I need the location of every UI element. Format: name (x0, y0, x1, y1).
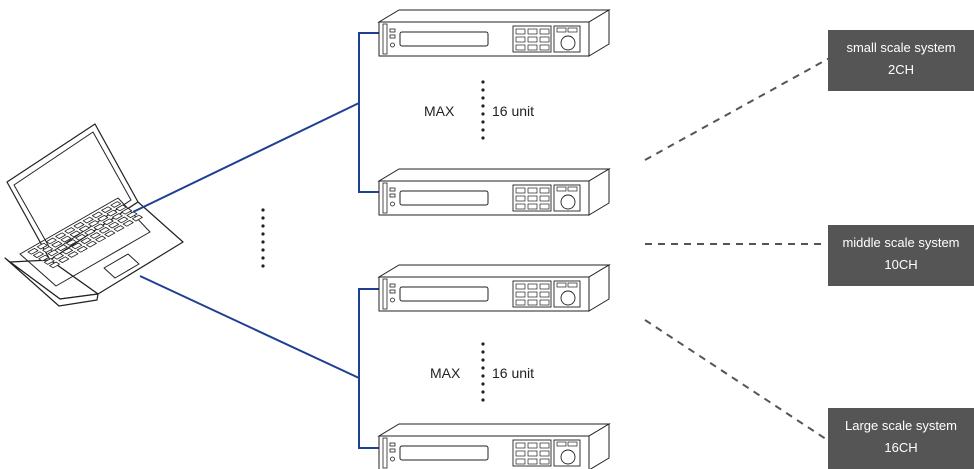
keyboard-key (89, 232, 101, 239)
keyboard-key (47, 249, 59, 257)
keyboard-key (86, 240, 97, 248)
keyboard-key (43, 258, 55, 265)
keyboard-key (121, 207, 133, 215)
keyboard-key (113, 225, 125, 232)
keyboard-key (115, 204, 127, 212)
keyboard-key (56, 244, 68, 252)
keyboard-key (49, 261, 60, 269)
keyboard-key (62, 247, 73, 255)
system-name: middle scale system (842, 235, 960, 250)
keyboard-key (101, 206, 112, 214)
system-channels: 16CH (884, 440, 918, 455)
keyboard-key (51, 240, 63, 248)
keyboard-key (95, 235, 106, 243)
keyboard-key (126, 211, 138, 219)
keyboard-key (79, 225, 90, 233)
group-ellipsis (261, 208, 265, 268)
keyboard-key (76, 245, 88, 253)
keyboard-key (69, 230, 81, 238)
keyboard-key (88, 220, 99, 227)
keyboard-key (38, 254, 50, 262)
system-box-middle: middle scale system 10CH (828, 225, 974, 286)
keyboard-key (33, 251, 44, 259)
keyboard-keys (27, 201, 143, 269)
instrument-unit (378, 168, 610, 216)
system-channels: 10CH (884, 257, 918, 272)
keyboard-key (106, 209, 118, 217)
connection-lines (132, 32, 381, 449)
keyboard-key (97, 214, 109, 222)
keyboard-key (80, 237, 92, 245)
unit-label: 16 unit (492, 103, 535, 119)
keyboard-key (122, 219, 134, 227)
keyboard-key (131, 214, 143, 222)
keyboard-key (93, 223, 105, 231)
keyboard-key (99, 226, 110, 234)
keyboard-key (82, 216, 94, 224)
system-channels: 2CH (887, 62, 914, 77)
keyboard-key (60, 235, 72, 243)
keyboard-key (112, 213, 123, 220)
keyboard-key (42, 246, 53, 253)
keyboard-key (46, 237, 57, 245)
keyboard-key (110, 201, 122, 208)
max-label: MAX (424, 103, 455, 119)
instrument-unit (378, 423, 610, 469)
system-name: Large scale system (845, 418, 957, 433)
keyboard-key (92, 211, 103, 219)
keyboard-key (71, 242, 83, 250)
keyboard-key (104, 230, 116, 238)
keyboard-key (66, 239, 77, 246)
unit-ellipsis-bottom (481, 342, 485, 402)
unit-label-bottom: 16 unit (492, 365, 534, 381)
instrument-unit (378, 264, 610, 312)
keyboard-key (64, 227, 76, 234)
keyboard-key (58, 256, 70, 264)
keyboard-key (36, 242, 48, 250)
laptop-icon (4, 123, 184, 307)
unit-label: 16 unit (492, 365, 535, 381)
max-label: MAX (430, 365, 461, 381)
max-label-bottom: MAX (430, 365, 460, 381)
system-box-large: Large scale system 16CH (828, 408, 974, 469)
max-label-top: MAX (424, 103, 454, 119)
dashed-connectors (644, 54, 836, 446)
unit-ellipsis-top (481, 80, 485, 140)
instrument-unit (378, 9, 610, 57)
keyboard-key (108, 221, 119, 229)
keyboard-key (67, 251, 79, 258)
keyboard-key (84, 228, 96, 236)
system-name: small scale system (846, 40, 956, 55)
keyboard-key (117, 216, 129, 224)
keyboard-key (27, 247, 39, 255)
unit-label-top: 16 unit (492, 103, 534, 119)
keyboard-key (75, 233, 86, 241)
keyboard-key (55, 232, 66, 240)
system-box-small: small scale system 2CH (828, 30, 974, 91)
keyboard-key (102, 218, 114, 226)
keyboard-key (73, 221, 85, 229)
keyboard-key (53, 252, 64, 260)
